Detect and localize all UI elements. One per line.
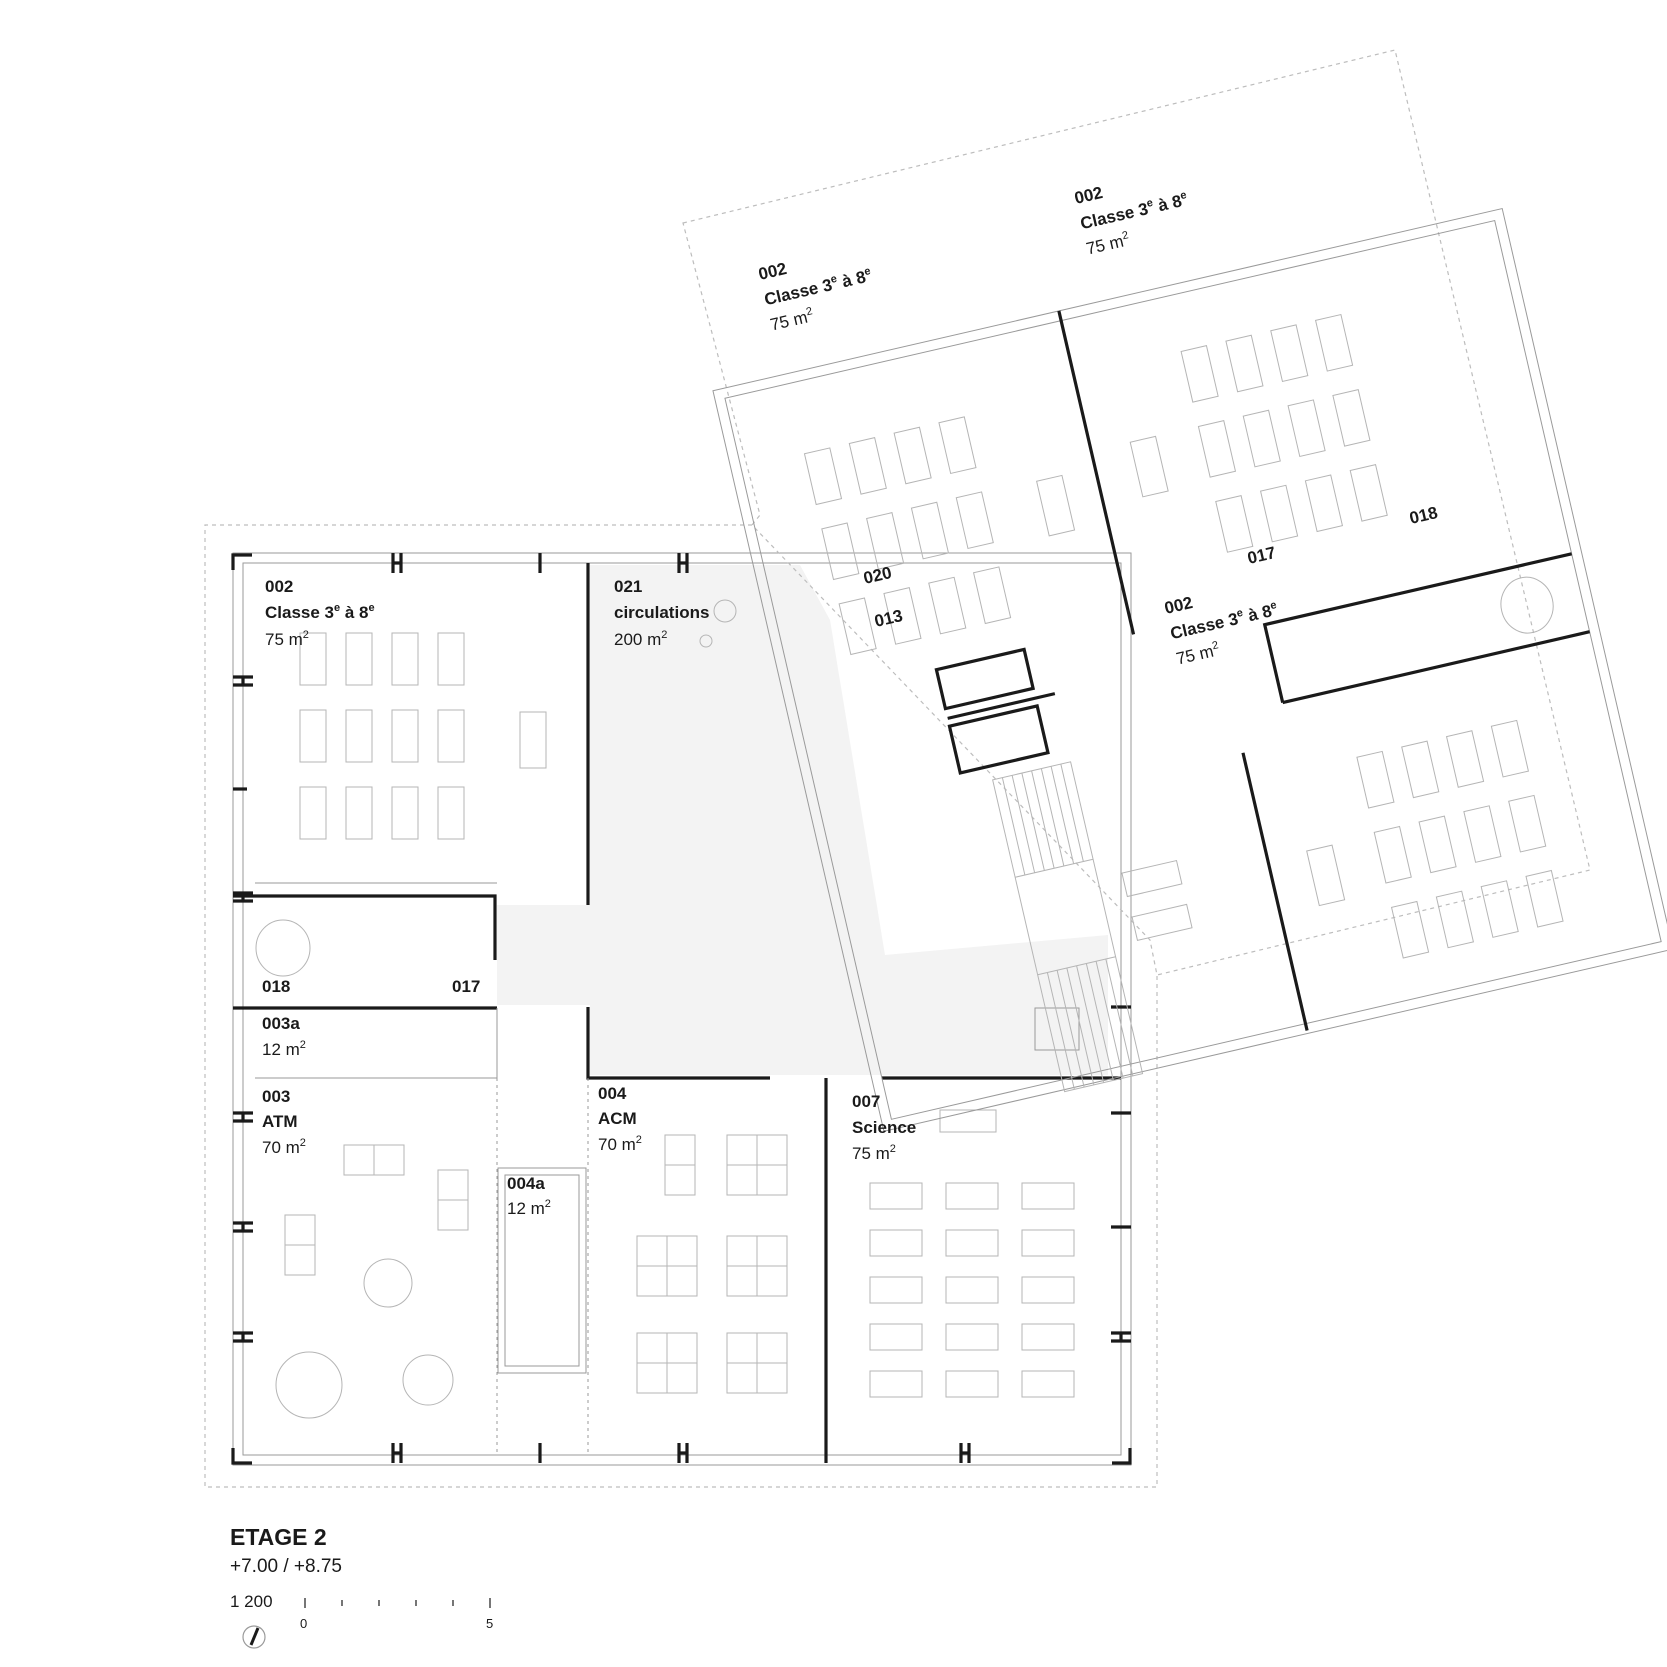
room-002-top-right-area: 75 m2	[1084, 229, 1131, 258]
room-017-lower-number: 017	[452, 977, 480, 996]
room-003a-number: 003a	[262, 1014, 300, 1033]
room-004a-area: 12 m2	[507, 1198, 551, 1218]
room-002-top-right-number: 002	[1073, 183, 1105, 208]
room-018-lower-number: 018	[262, 977, 290, 996]
partitions-lower	[255, 882, 1080, 1455]
room-004-area: 70 m2	[598, 1134, 642, 1154]
scale-tick-5: 5	[486, 1616, 493, 1631]
column-circle	[713, 599, 737, 623]
column-circle-small	[699, 634, 713, 648]
room-002-top-left-area: 75 m2	[768, 305, 815, 334]
room-002-lower-name: Classe 3e à 8e	[265, 602, 375, 622]
room-021-area: 200 m2	[614, 629, 667, 649]
room-003-number: 003	[262, 1087, 290, 1106]
room-020-walls	[934, 647, 1036, 711]
room-004-name: ACM	[598, 1109, 637, 1128]
scale-tick-0: 0	[300, 1616, 307, 1631]
room-labels: 002 Classe 3e à 8e 75 m2 021 circulation…	[262, 183, 1440, 1218]
circulation-floor	[590, 565, 1108, 1075]
north-arrow-icon	[242, 1625, 266, 1649]
room-018-upper-number: 018	[1408, 503, 1440, 528]
room-021-name: circulations	[614, 603, 709, 622]
lower-block	[204, 524, 1158, 1488]
room-002-lower-number: 002	[265, 577, 293, 596]
corner-se	[1112, 1448, 1132, 1465]
upper-shell-outer	[724, 219, 1662, 1120]
room-013-number: 013	[873, 606, 905, 631]
room-002-right-number: 002	[1163, 593, 1195, 618]
corner-nw	[231, 553, 252, 570]
room-002-top-left-number: 002	[757, 259, 789, 284]
scale-bar	[304, 1598, 491, 1608]
title-block: ETAGE 2 +7.00 / +8.75 1 200 0 5	[230, 1524, 493, 1649]
upper-block	[682, 49, 1667, 1132]
room-002-right-area: 75 m2	[1174, 639, 1221, 668]
room-004a-number: 004a	[507, 1174, 545, 1193]
facade-columns-top	[233, 553, 1131, 1463]
desks-upper	[803, 313, 1564, 959]
room-003-area: 70 m2	[262, 1137, 306, 1157]
stair	[992, 761, 1193, 1093]
room-007-area: 75 m2	[852, 1143, 896, 1163]
corridor-floor	[497, 905, 592, 1005]
turning-circle-018	[255, 919, 311, 977]
room-013-walls	[947, 704, 1050, 775]
room-003a-area: 12 m2	[262, 1039, 306, 1059]
room-003-name: ATM	[262, 1112, 298, 1131]
furniture-science	[869, 1109, 1075, 1398]
room-007-number: 007	[852, 1092, 880, 1111]
turning-circle-018-upper	[1500, 576, 1554, 634]
room-021-number: 021	[614, 577, 642, 596]
corner-sw	[231, 1448, 252, 1465]
furniture-acm	[636, 1134, 788, 1394]
room-004-number: 004	[598, 1084, 627, 1103]
level-title: ETAGE 2	[230, 1524, 327, 1550]
room-007-name: Science	[852, 1118, 916, 1137]
site-outline-upper	[682, 49, 1591, 976]
interior-walls-upper	[947, 310, 1590, 1031]
scale-text: 1 200	[230, 1592, 273, 1611]
upper-shell-inner	[712, 207, 1667, 1132]
furniture-atm	[275, 1144, 469, 1419]
interior-walls-lower	[233, 563, 1121, 1463]
desks-002-lower	[299, 632, 547, 840]
room-002-lower-area: 75 m2	[265, 629, 309, 649]
level-heights: +7.00 / +8.75	[230, 1556, 342, 1577]
room-020-number: 020	[862, 563, 894, 588]
